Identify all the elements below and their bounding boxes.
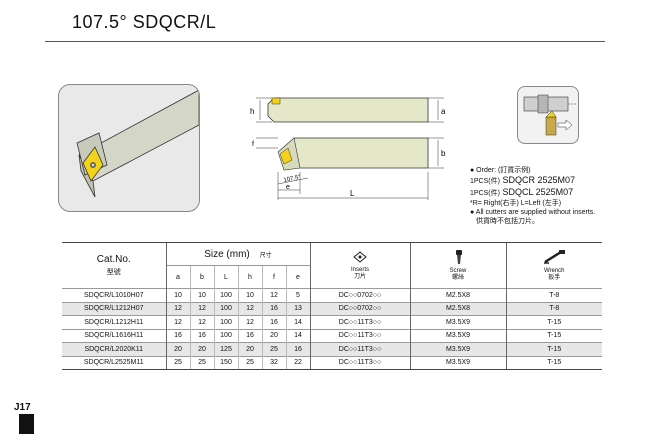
dim-h: h (250, 107, 254, 116)
page-title: 107.5° SDQCR/L (72, 12, 217, 32)
inserts-note: ● All cutters are supplied without inser… (470, 209, 596, 216)
top-view-insert (271, 97, 281, 105)
inserts-note-cn: 供貨時不包括刀片。 (476, 218, 539, 225)
order-label: ● Order: (訂貨示例) (470, 167, 531, 174)
page-number: J17 (14, 402, 31, 413)
screw-icon (456, 250, 462, 264)
dim-f: f (252, 141, 254, 148)
col-b: b (189, 265, 214, 289)
wrench-icon (544, 250, 566, 264)
col-L: L (213, 265, 238, 289)
side-view-shank (283, 137, 429, 169)
size-header: Size (mm)尺寸 (165, 242, 310, 266)
dim-e: e (286, 184, 290, 191)
inserts-header: Inserts 刀片 (309, 242, 410, 289)
title-rule (45, 41, 605, 42)
order-line-1: 1PCS(件) SDQCR 2525M07 (470, 175, 576, 185)
holder-illustration (58, 84, 200, 212)
col-h: h (237, 265, 262, 289)
cat-no-header: Cat.No. 型號 (62, 242, 166, 289)
dim-L: L (350, 189, 355, 198)
wrench-header: Wrench 扳手 (505, 242, 602, 289)
application-sketch (517, 86, 579, 144)
insert-icon (353, 251, 367, 263)
dim-a: a (441, 107, 446, 116)
side-view-insert (279, 147, 293, 165)
holder-perspective-image (76, 89, 199, 198)
order-notes: ● Order: (訂貨示例) 1PCS(件) SDQCR 2525M07 1P… (470, 166, 595, 226)
spec-table: Cat.No. 型號 Size (mm)尺寸 Inserts 刀片 Screw … (62, 242, 602, 370)
col-a: a (165, 265, 190, 289)
rl-note: *R= Right(右手) L=Left (左手) (470, 200, 562, 207)
dim-angle: 107.5° (283, 174, 302, 184)
col-e: e (285, 265, 310, 289)
page-tab-marker (19, 414, 34, 434)
top-view-shank (267, 97, 429, 123)
col-f: f (261, 265, 286, 289)
screw-header: Screw 螺絲 (409, 242, 506, 289)
dim-b: b (441, 149, 446, 158)
technical-drawing: h a b f 107.5° e L (238, 86, 456, 206)
order-line-2: 1PCS(件) SDQCL 2525M07 (470, 187, 574, 197)
